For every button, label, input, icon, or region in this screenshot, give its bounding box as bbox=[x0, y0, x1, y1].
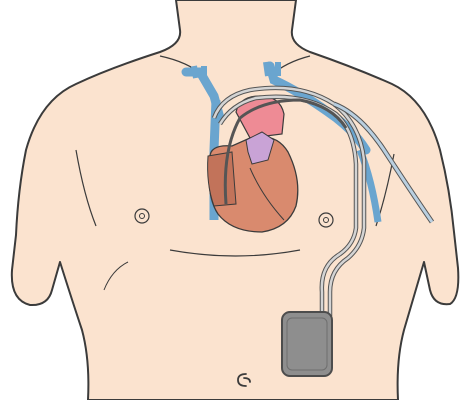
device-body bbox=[282, 312, 332, 376]
vein-jugular-right bbox=[266, 62, 268, 76]
vein-jugular-left bbox=[194, 66, 196, 78]
right-atrium bbox=[208, 152, 236, 206]
implanted-pulse-generator bbox=[282, 312, 332, 376]
